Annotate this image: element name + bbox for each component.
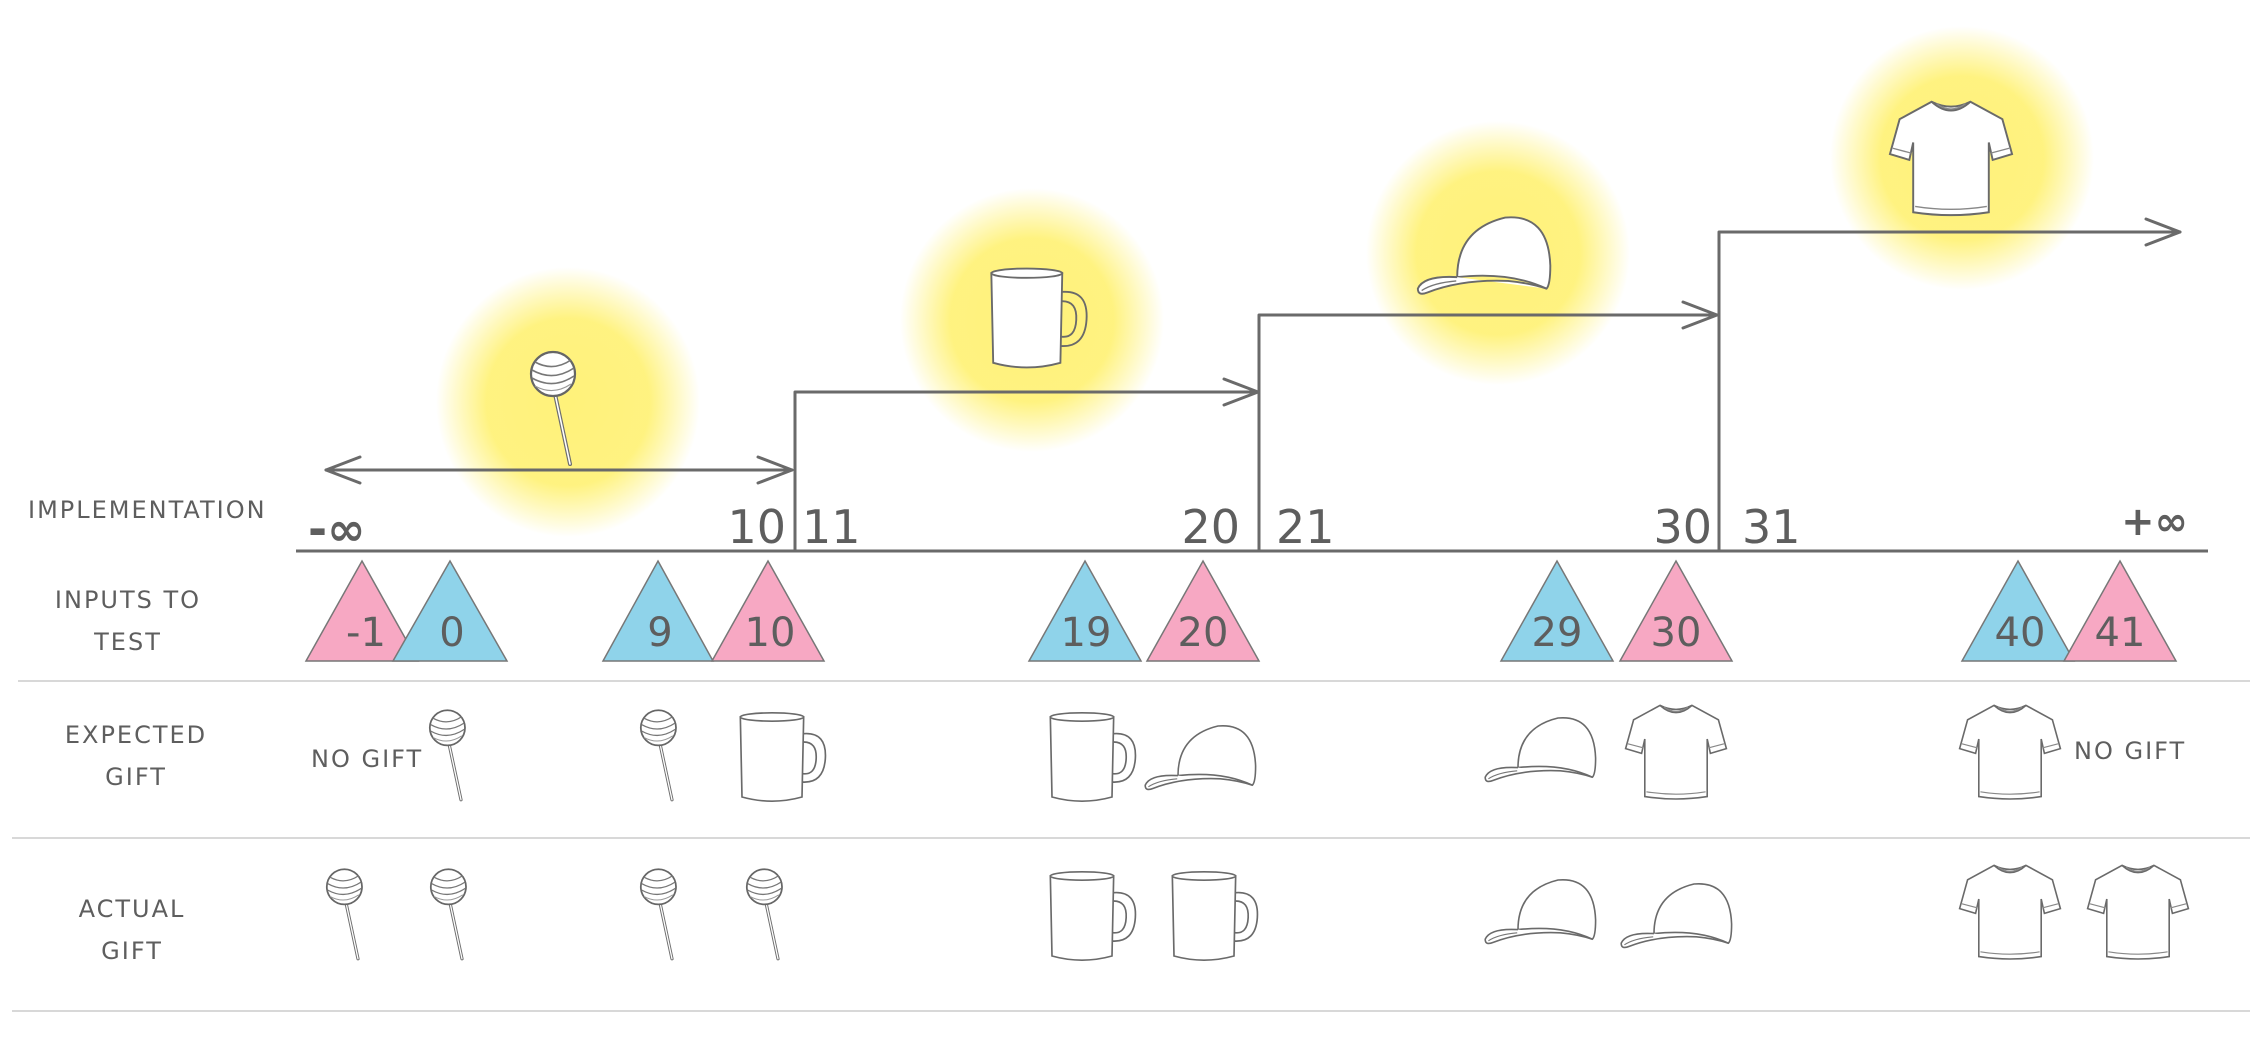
input-value: 29 [1532,610,1583,656]
expected-label-line1: EXPECTED [65,721,207,749]
boundary-31: 31 [1742,500,1801,554]
range-3-arrowhead [1681,300,1719,330]
input-triangle-pink [2062,559,2178,662]
actual-label-line2: GIFT [101,937,163,965]
glow-group [436,26,2094,537]
mug-icon [1049,711,1137,803]
lollipop-icon [639,708,678,802]
input-triangle-blue [391,559,509,662]
range-1-left-arrowhead [324,455,362,485]
expected-label-line2: GIFT [105,763,167,791]
boundary-21: 21 [1276,500,1335,554]
input-value: 41 [2095,610,2146,656]
boundary-pos-inf: +∞ [2121,499,2188,545]
row-labels: IMPLEMENTATION INPUTS TO TEST EXPECTED G… [28,496,267,965]
tshirt-icon [2086,864,2190,960]
input-triangle-pink [1145,559,1261,662]
lollipop-glow [436,267,700,537]
tshirt-icon [1958,704,2062,800]
inputs-label-line2: TEST [93,628,162,656]
input-triangle-blue [1960,559,2076,662]
input-value: 40 [1995,610,2046,656]
cap-icon [1620,882,1733,949]
input-value: 30 [1651,610,1702,656]
input-triangle-blue [601,559,715,662]
input-value: 19 [1061,610,1112,656]
actual-label-line1: ACTUAL [79,895,186,923]
cap-icon [1484,716,1597,783]
inputs-label-line1: INPUTS TO [55,586,201,614]
lollipop-icon [429,867,468,961]
mug-icon [739,711,827,803]
cap-icon [1484,878,1597,945]
tshirt-icon [1958,864,2062,960]
input-value: 9 [647,610,672,656]
expected-no-gift-left: NO GIFT [311,745,423,773]
input-triangle-blue [1499,559,1615,662]
input-triangle-pink [304,559,420,662]
boundary-numbers: -∞ 10 11 20 21 30 31 +∞ [308,499,2188,556]
input-triangles: -1 0 9 10 19 20 29 30 40 41 [304,559,2178,662]
input-value: 10 [745,610,796,656]
boundary-10: 10 [727,500,786,554]
expected-no-gift-right: NO GIFT [2074,737,2186,765]
input-triangle-blue [1027,559,1143,662]
boundary-20: 20 [1181,500,1240,554]
cap-icon [1144,724,1257,791]
boundary-neg-inf: -∞ [308,502,365,556]
implementation-label: IMPLEMENTATION [28,496,267,524]
input-value: 0 [439,610,464,656]
range-2-step [793,390,1260,552]
boundary-30: 30 [1653,500,1712,554]
input-triangle-pink [1618,559,1734,662]
mug-icon [1049,870,1137,962]
input-value: -1 [346,610,386,656]
input-value: 20 [1178,610,1229,656]
lollipop-icon [325,867,364,961]
boundary-11: 11 [802,500,861,554]
lollipop-icon [639,867,678,961]
input-triangle-pink [710,559,826,662]
tshirt-icon [1624,704,1728,800]
expected-gift-row: NO GIFT NO GIFT [311,704,2186,803]
range-4-arrowhead [2144,217,2182,247]
range-lines [324,217,2182,552]
range-1-right-arrowhead [756,455,794,485]
actual-gift-row [325,864,2190,962]
mug-icon [1171,870,1259,962]
lollipop-icon [745,867,784,961]
range-4-step [1717,230,2182,552]
lollipop-icon [428,708,467,802]
range-3-step [1257,313,1719,552]
